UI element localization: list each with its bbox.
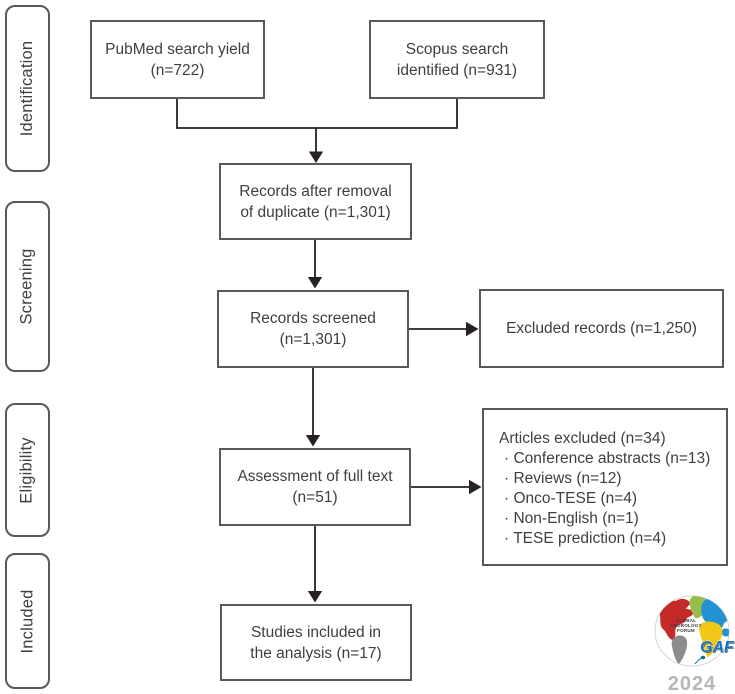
south-america-shape [671, 635, 688, 664]
world-map-continents [659, 596, 729, 664]
sperm-tail [694, 658, 702, 665]
arrowhead-to-excluded-records [466, 321, 479, 337]
gaf-acronym-shadow: GAF [701, 640, 735, 657]
box-text-line: Scopus search [405, 40, 509, 58]
box-text-line: (n=722) [150, 61, 205, 79]
pubmed-search-box: PubMed search yield (n=722) [90, 20, 265, 99]
stage-label-identification: Identification [5, 5, 50, 172]
box-text-line: Records screened [250, 310, 376, 327]
duplicate-removal-box: Records after removal of duplicate (n=1,… [219, 163, 412, 240]
records-screened-box: Records screened (n=1,301) [217, 290, 409, 368]
north-america-shape [659, 598, 693, 640]
logo-year: 2024 [667, 673, 717, 694]
arrowhead-to-duplicates [308, 151, 324, 163]
articles-excluded-title: Articles excluded (n=34) [499, 430, 666, 447]
box-text-line: the analysis (n=17) [250, 644, 382, 662]
stage-label-eligibility: Eligibility [5, 403, 50, 537]
box-text-line: PubMed search yield [105, 40, 250, 58]
arrowhead-to-included-studies [307, 591, 323, 603]
box-text-line: Records after removal [239, 182, 392, 200]
africa-shape [699, 621, 723, 657]
sperm-icon [700, 655, 706, 660]
exclusion-reason-item: · Onco-TESE (n=4) [504, 490, 638, 507]
logo-org-text-line2: ANDROLOGY [670, 623, 702, 628]
gaf-acronym-text: GAF [700, 639, 735, 656]
merge-connector-line [176, 99, 458, 129]
stage-label-text: Eligibility [18, 436, 37, 504]
logo-org-text-line3: FORUM [677, 628, 695, 633]
arrowhead-to-articles-excluded [469, 479, 482, 495]
included-studies-box: Studies included in the analysis (n=17) [220, 604, 412, 681]
stage-label-included: Included [5, 553, 50, 689]
exclusion-reason-item: · Conference abstracts (n=13) [504, 450, 711, 467]
excluded-records-box: Excluded records (n=1,250) [479, 289, 724, 368]
logo-org-text-line1: GLOBAL [676, 618, 697, 623]
box-text-line: (n=51) [292, 489, 338, 506]
box-text-line: identified (n=931) [396, 61, 518, 79]
box-text-line: Studies included in [250, 623, 382, 641]
box-text-line: of duplicate (n=1,301) [240, 203, 391, 221]
southeast-asia-shape [721, 628, 729, 637]
exclusion-reason-item: · TESE prediction (n=4) [504, 530, 667, 547]
stage-label-text: Included [18, 589, 37, 653]
stage-label-text: Identification [18, 40, 37, 137]
exclusion-reason-item: · Non-English (n=1) [504, 510, 639, 527]
gaf-logo: GLOBAL ANDROLOGY FORUM GAF GAF 2024 [648, 594, 735, 694]
box-text-line: (n=1,301) [279, 331, 347, 348]
stage-label-screening: Screening [5, 201, 50, 372]
full-text-assessment-box: Assessment of full text (n=51) [219, 448, 411, 526]
gaf-globe-icon: GLOBAL ANDROLOGY FORUM GAF GAF [654, 595, 735, 667]
arrowhead-to-screened [307, 277, 323, 289]
scopus-search-box: Scopus search identified (n=931) [369, 20, 545, 99]
stage-label-text: Screening [18, 248, 37, 325]
box-text-line: Excluded records (n=1,250) [506, 320, 697, 337]
exclusion-reason-item: · Reviews (n=12) [504, 470, 622, 487]
arrowhead-to-full-text [305, 435, 321, 447]
box-text-line: Assessment of full text [237, 468, 393, 485]
articles-excluded-box: Articles excluded (n=34) · Conference ab… [482, 408, 728, 566]
